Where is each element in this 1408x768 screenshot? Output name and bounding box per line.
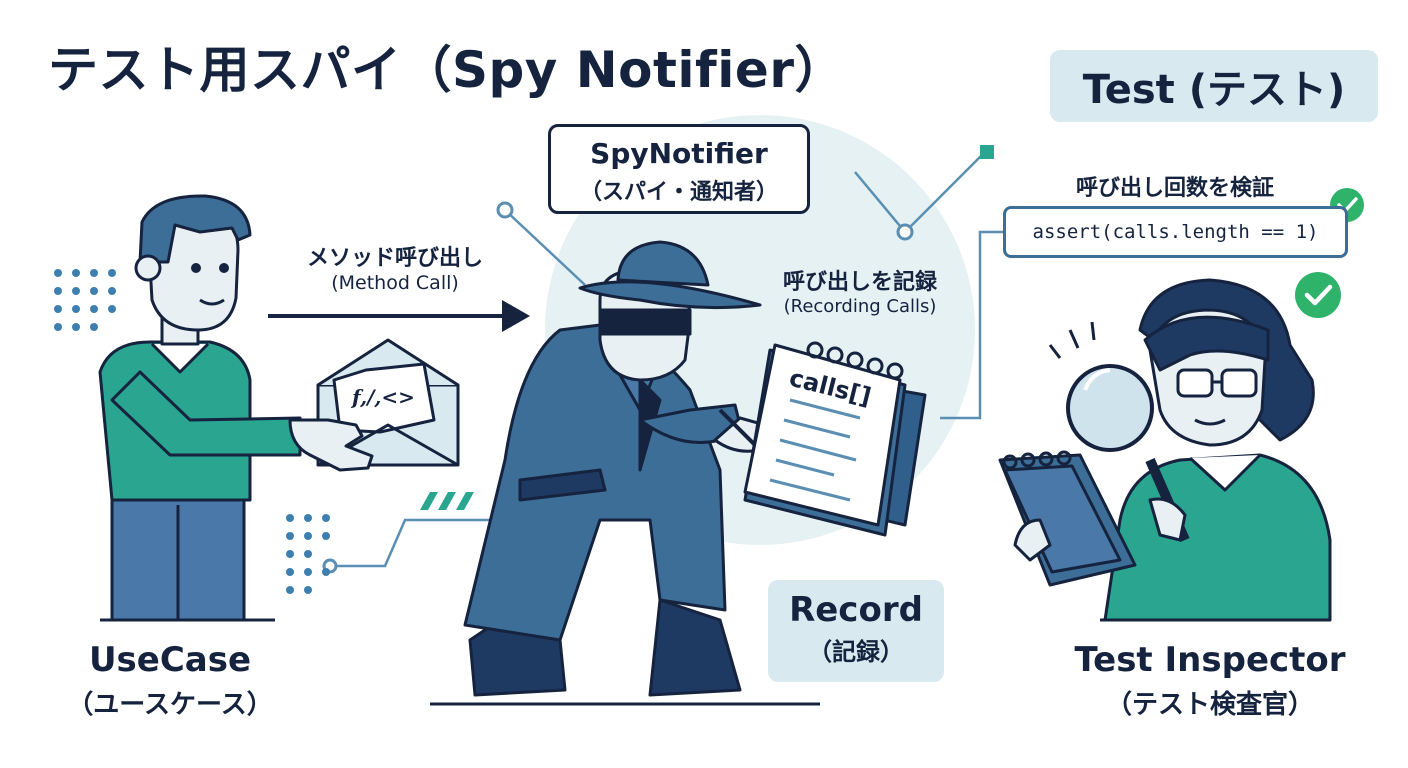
notebook-icon: calls[] (743, 341, 927, 537)
assert-code: assert(calls.length == 1) (1032, 221, 1319, 243)
connector-node (496, 201, 514, 219)
recording-label-en: (Recording Calls) (783, 296, 937, 317)
connector-node (896, 223, 914, 241)
method-call-label-jp: メソッド呼び出し (306, 246, 483, 271)
dot-grid-bottom (286, 514, 330, 594)
usecase-label-jp: （ユースケース） (67, 690, 273, 720)
recording-label-jp: 呼び出しを記録 (782, 270, 937, 295)
envelope-icon: f,/,<> (288, 338, 460, 472)
method-call-label-en: (Method Call) (331, 272, 459, 294)
connector-square (980, 145, 994, 159)
spy-notifier-box: SpyNotifier （スパイ・通知者） (548, 124, 810, 214)
spy-notifier-subtitle: （スパイ・通知者） (579, 180, 778, 205)
usecase-label-en: UseCase (88, 640, 252, 680)
dash-marks (420, 492, 474, 510)
test-tag: Test (テスト) (1050, 50, 1378, 122)
spy-notifier-name: SpyNotifier (590, 137, 768, 170)
inspector-label-jp: （テスト検査官） (1105, 690, 1314, 720)
verify-label: 呼び出し回数を検証 (1075, 176, 1274, 201)
inspector-label-en: Test Inspector (1074, 640, 1346, 680)
envelope-text: f,/,<> (350, 385, 415, 409)
test-inspector-figure (998, 278, 1332, 622)
record-tag: Record （記録） (768, 580, 944, 682)
record-tag-en: Record (789, 590, 923, 630)
check-icon (1295, 272, 1341, 318)
record-tag-jp: （記録） (808, 638, 904, 666)
spy-figure (463, 240, 782, 697)
dot-grid-top (54, 269, 116, 331)
usecase-person (98, 194, 302, 622)
assert-code-box: assert(calls.length == 1) (1003, 206, 1348, 258)
page-title: テスト用スパイ（Spy Notifier） (48, 41, 845, 99)
method-call-arrow (268, 300, 530, 332)
